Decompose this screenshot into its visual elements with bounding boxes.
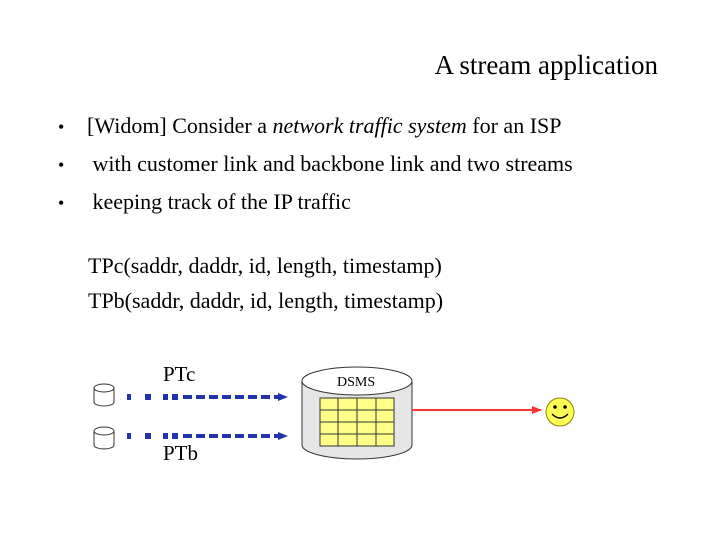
- stream-b-arrow: [127, 432, 288, 440]
- bullet-item: • with customer link and backbone link a…: [58, 151, 573, 189]
- bullet-text: with customer link and backbone link and…: [87, 151, 573, 176]
- schema-tpc: TPc(saddr, daddr, id, length, timestamp): [88, 253, 442, 278]
- dsms-label: DSMS: [337, 375, 375, 390]
- bullet-item: • keeping track of the IP traffic: [58, 189, 573, 227]
- schema-tpb: TPb(saddr, daddr, id, length, timestamp): [88, 288, 444, 313]
- database-icon: [93, 383, 115, 407]
- bullet-emphasis: network traffic system: [272, 113, 467, 138]
- slide-title: A stream application: [434, 50, 658, 80]
- bullet-text: [Widom] Consider a network traffic syste…: [87, 113, 562, 139]
- smiley-icon: [545, 397, 575, 427]
- stream-c-arrow: [127, 393, 288, 401]
- dsms-table-grid: [319, 397, 395, 447]
- stream-c-label: PTc: [163, 362, 195, 386]
- dsms-cylinder: [301, 366, 413, 460]
- bullet-list: • [Widom] Consider a network traffic sys…: [58, 113, 573, 227]
- bullet-text-prefix: [Widom] Consider a: [87, 113, 273, 138]
- bullet-marker: •: [58, 193, 65, 213]
- bullet-text: keeping track of the IP traffic: [87, 189, 351, 214]
- bullet-text-suffix: for an ISP: [466, 113, 562, 138]
- stream-b-label: PTb: [163, 441, 198, 465]
- bullet-marker: •: [58, 155, 65, 175]
- database-icon: [93, 426, 115, 450]
- bullet-item: • [Widom] Consider a network traffic sys…: [58, 113, 573, 151]
- bullet-marker: •: [58, 117, 65, 137]
